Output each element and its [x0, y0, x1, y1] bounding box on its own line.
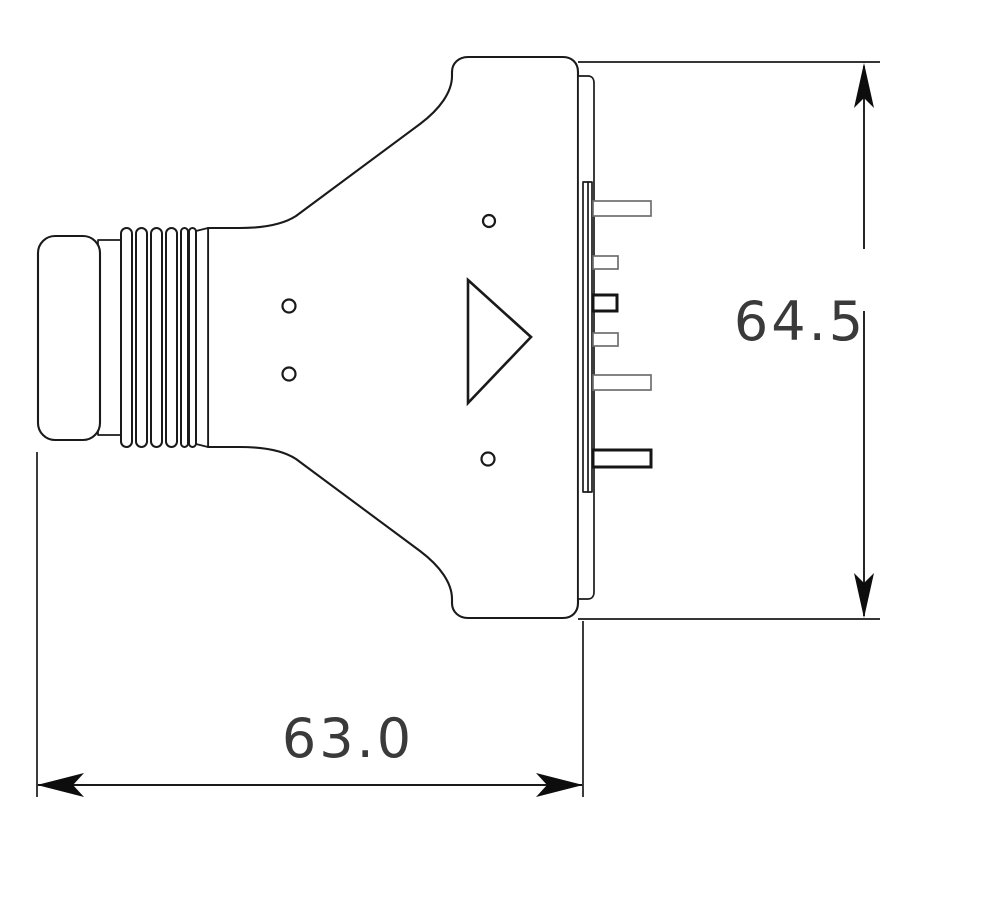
circle-hole-icon — [281, 298, 297, 314]
height-dimension-group: 64.5 — [734, 63, 874, 618]
gland-rib — [120, 227, 133, 448]
width-dimension-group: 63.0 — [37, 707, 583, 797]
arrow-right-icon — [536, 773, 583, 797]
gland-rib — [188, 227, 197, 448]
connector-pin — [591, 293, 619, 313]
arrow-down-icon — [854, 573, 874, 618]
circle-hole-icon — [480, 451, 496, 467]
gland-rib — [165, 227, 178, 448]
connector-pin — [592, 374, 652, 391]
mounting-holes-group — [281, 213, 497, 467]
connector-pin — [592, 332, 619, 347]
gland-ribs-group — [120, 227, 197, 448]
connector-pins-group — [591, 200, 653, 469]
connector-pin — [592, 255, 619, 270]
connector-pin — [591, 448, 653, 469]
cable-gland-end-cap — [36, 234, 102, 442]
gland-shoulder — [195, 227, 209, 448]
circle-hole-icon — [281, 366, 297, 382]
arrow-up-icon — [854, 63, 874, 108]
gland-rib — [180, 227, 189, 448]
circle-hole-icon — [481, 213, 497, 229]
arrow-left-icon — [37, 773, 84, 797]
triangle-right-icon — [466, 277, 533, 407]
gland-rib — [135, 227, 148, 448]
width-dimension-label: 63.0 — [282, 707, 414, 770]
height-dimension-label: 64.5 — [734, 290, 866, 353]
gland-rib — [150, 227, 163, 448]
connector-body-outline — [206, 55, 580, 620]
connector-pin — [592, 200, 652, 217]
gland-barrel — [97, 239, 122, 436]
